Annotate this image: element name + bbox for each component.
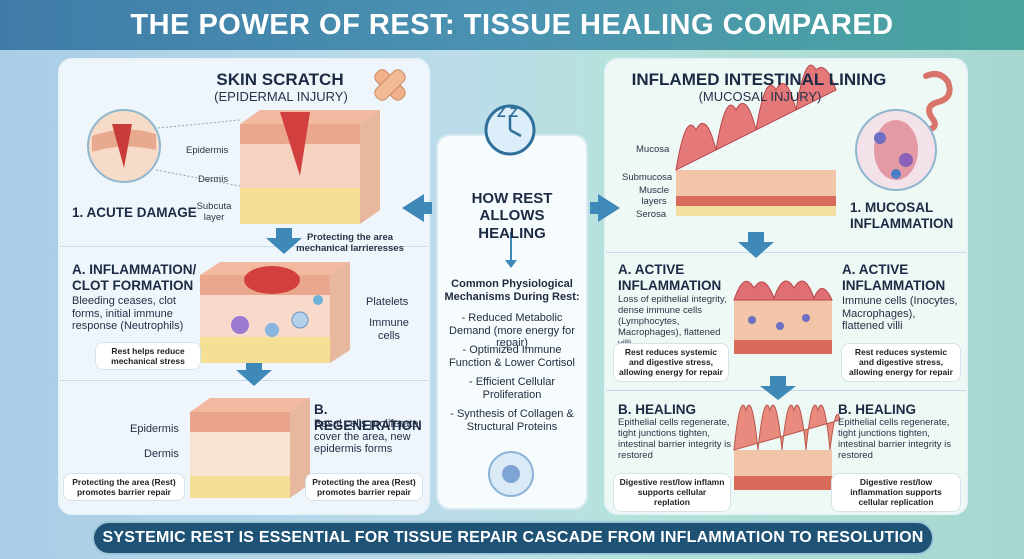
bandage-icon	[374, 69, 406, 101]
layer-label-muscle: Muscle layers	[638, 185, 670, 207]
center-list-title: Common Physiological Mechanisms During R…	[444, 278, 580, 303]
mechanism-item: - Reduced Metabolic Demand (more energy …	[449, 312, 575, 350]
active-inflammation-text-right: Immune cells (Inocytes, Macrophages), fl…	[842, 295, 958, 333]
intestine-subheading: (MUCOSAL INJURY)	[698, 89, 822, 104]
footer-banner: SYSTEMIC REST IS ESSENTIAL FOR TISSUE RE…	[92, 521, 934, 555]
active-inflammation-text-left: Loss of epithelial integrity, dense immu…	[618, 294, 727, 349]
layer-label-epidermis: Epidermis	[186, 145, 229, 156]
clock-icon	[484, 104, 536, 156]
skin-subheading: (EPIDERMAL INJURY)	[214, 89, 348, 104]
stage-healing-right: B. HEALING	[838, 402, 917, 417]
skin-heading: SKIN SCRATCH	[216, 70, 344, 89]
mucosa-block-3	[733, 404, 841, 490]
zzz-icon: Z Z	[497, 104, 518, 120]
note-barrier-right: Protecting the area (Rest) promotes barr…	[306, 474, 422, 501]
note-rest-reduce: Rest helps reduce mechanical stress	[96, 343, 200, 370]
regen-label-dermis: Dermis	[144, 448, 179, 460]
cell-icon	[488, 451, 534, 497]
mucosa-zoom-circle	[855, 109, 937, 191]
mucosa-block-2	[733, 280, 833, 354]
note-systemic-left: Rest reduces systemic and digestive stre…	[614, 344, 728, 381]
mechanism-item: - Synthesis of Collagen & Structural Pro…	[450, 408, 574, 433]
layer-label-serosa: Serosa	[636, 209, 667, 220]
stage-regeneration-title: B. REGENERATION	[314, 402, 422, 433]
callout-protecting: Protecting the area mechanical larrieres…	[296, 232, 404, 254]
note-digestive-left: Digestive rest/low inflamn supports cell…	[614, 474, 730, 511]
stage-regeneration-text: Basal cells proliferate, cover the area,…	[314, 418, 422, 456]
mucosa-block-1	[675, 64, 837, 216]
intestine-heading: INFLAMED INTESTINAL LINING	[631, 70, 887, 89]
label-platelets: Platelets	[366, 296, 409, 308]
stage-inflammation-title: A. INFLAMMATION/ CLOT FORMATION	[72, 262, 197, 293]
stage-active-inflammation-left: A. ACTIVE INFLAMMATION	[618, 262, 722, 293]
skin-block-regeneration	[190, 398, 310, 498]
section-divider	[60, 380, 428, 381]
center-box	[436, 134, 588, 510]
intestine-icon	[923, 71, 953, 133]
section-divider	[606, 252, 966, 253]
healing-text-left: Epithelial cells regenerate, tight junct…	[618, 417, 731, 461]
page-title: THE POWER OF REST: TISSUE HEALING COMPAR…	[0, 0, 1024, 50]
layer-label-mucosa: Mucosa	[636, 144, 670, 155]
mechanism-item: - Efficient Cellular Proliferation	[469, 376, 555, 401]
stage-healing-left: B. HEALING	[618, 402, 697, 417]
skin-zoom-circle	[87, 109, 161, 183]
section-divider	[60, 246, 428, 247]
stage-inflammation-text: Bleeding ceases, clot forms, initial imm…	[72, 295, 184, 333]
skin-block-acute	[240, 110, 380, 224]
stage-mucosal-inflammation: 1. MUCOSAL INFLAMMATION	[850, 200, 954, 231]
skin-block-inflammation	[200, 262, 350, 363]
note-barrier-left: Protecting the area (Rest) promotes barr…	[64, 474, 184, 501]
note-digestive-right: Digestive rest/low inflammation supports…	[832, 474, 960, 511]
healing-text-right: Epithelial cells regenerate, tight junct…	[838, 417, 951, 461]
label-immune-cells: Immune cells	[369, 317, 409, 342]
layer-label-dermis: Dermis	[198, 174, 229, 185]
note-systemic-right: Rest reduces systemic and digestive stre…	[842, 344, 960, 381]
layer-label-subcuta: Subcuta layer	[196, 201, 232, 223]
layer-label-submucosa: Submucosa	[622, 172, 673, 183]
mechanism-item: - Optimized Immune Function & Lower Cort…	[449, 344, 575, 369]
stage-active-inflammation-right: A. ACTIVE INFLAMMATION	[842, 262, 946, 293]
stage-acute-damage: 1. ACUTE DAMAGE	[72, 205, 197, 220]
regen-label-epidermis: Epidermis	[130, 423, 179, 435]
center-heading: HOW REST ALLOWS HEALING	[471, 190, 553, 242]
